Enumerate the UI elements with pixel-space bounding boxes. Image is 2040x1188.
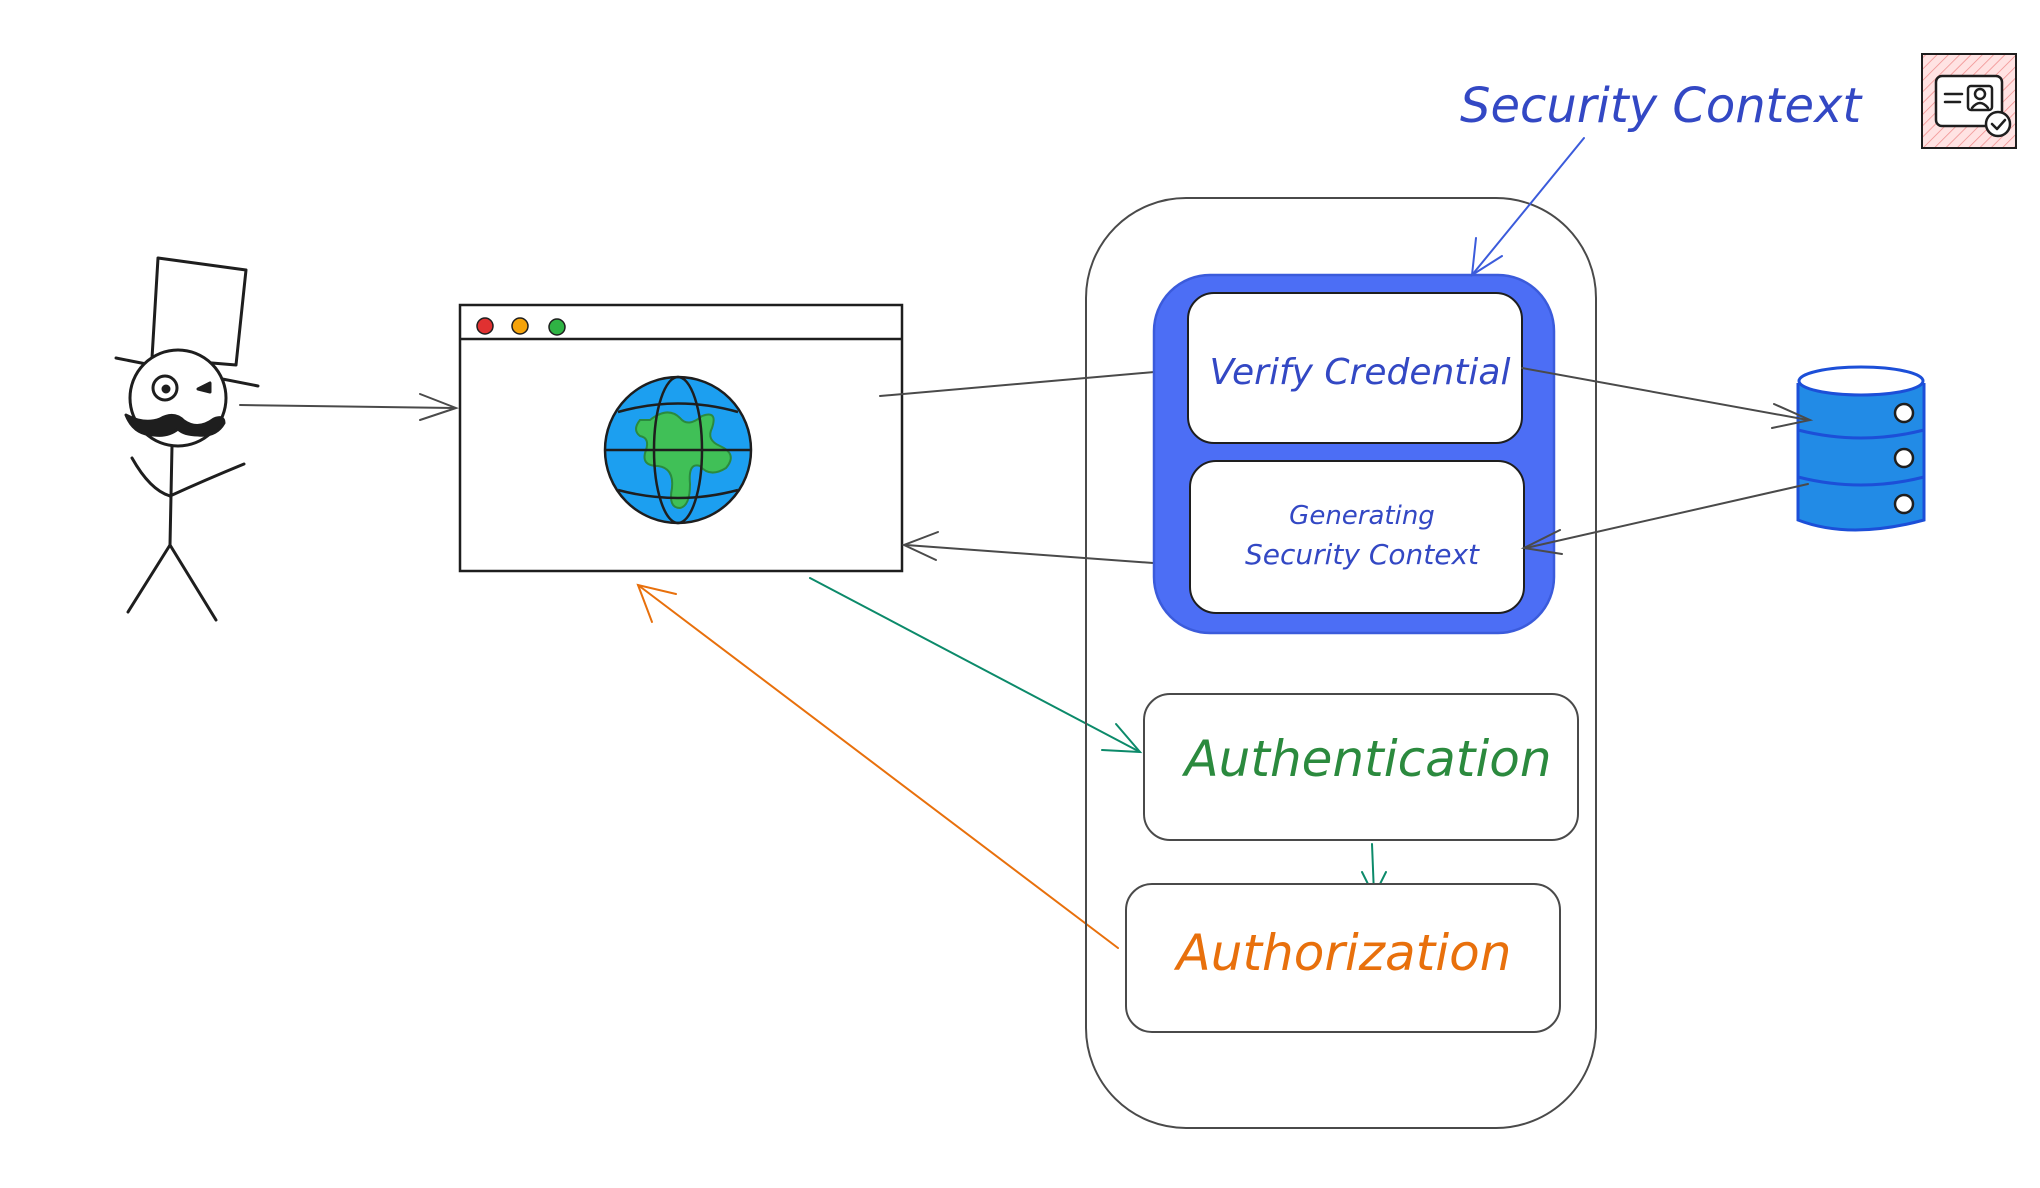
arrow-browser-to-authentication bbox=[809, 577, 1143, 754]
authentication-box bbox=[1143, 693, 1579, 841]
generating-label-line2: Security Context bbox=[1245, 538, 1480, 571]
authentication-label: Authentication bbox=[1181, 730, 1551, 788]
window-minimize-dot bbox=[511, 317, 529, 335]
authorization-box bbox=[1125, 883, 1561, 1033]
arrow-database-to-generating bbox=[1520, 483, 1809, 555]
security-context-title: Security Context bbox=[1460, 78, 1863, 134]
security-context-box bbox=[1152, 273, 1556, 635]
arrow-user-to-browser bbox=[239, 393, 459, 421]
arrow-authorization-to-browser bbox=[636, 583, 1119, 949]
server-container bbox=[1085, 197, 1597, 1129]
authorization-label: Authorization bbox=[1174, 924, 1512, 982]
window-maximize-dot bbox=[548, 318, 566, 336]
arrow-title-to-context bbox=[1470, 137, 1585, 277]
arrow-context-to-browser bbox=[901, 531, 1195, 567]
window-close-dot bbox=[476, 317, 494, 335]
user-stick-figure-icon bbox=[114, 256, 260, 622]
generating-context-box bbox=[1189, 460, 1525, 614]
globe-icon bbox=[603, 375, 753, 525]
verify-credential-label: Verify Credential bbox=[1210, 352, 1511, 393]
generating-label-line1: Generating bbox=[1289, 501, 1435, 531]
database-icon bbox=[1796, 365, 1926, 532]
id-card-check-icon bbox=[1921, 53, 2017, 149]
arrow-verify-to-database bbox=[1521, 367, 1814, 429]
